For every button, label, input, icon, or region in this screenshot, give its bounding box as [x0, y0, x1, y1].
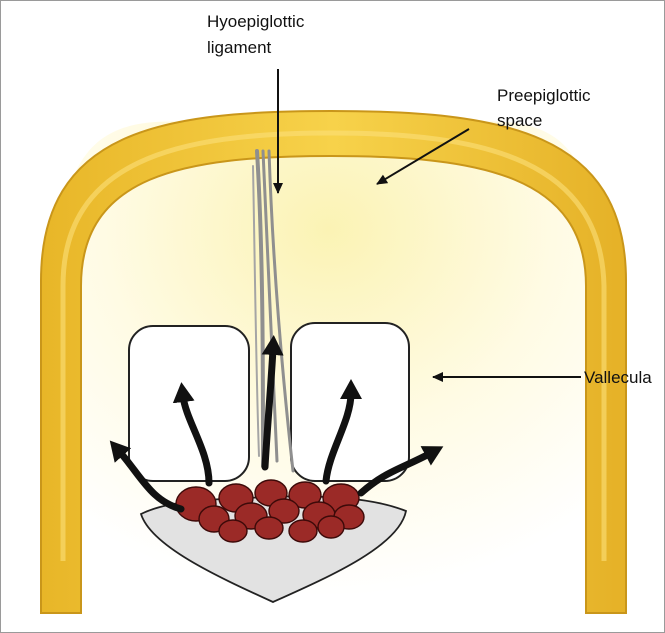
hyoepiglottic-label-line1: Hyoepiglottic: [207, 11, 304, 33]
lymph-nodule: [289, 520, 317, 542]
lymph-nodule: [219, 520, 247, 542]
vallecula-left: [129, 326, 249, 481]
hyoepiglottic-label-line2: ligament: [207, 37, 271, 59]
lymph-nodule: [255, 517, 283, 539]
preepiglottic-label-line2: space: [497, 110, 542, 132]
lymph-nodule: [318, 516, 344, 538]
vallecula-label: Vallecula: [584, 367, 652, 389]
preepiglottic-label-line1: Preepiglottic: [497, 85, 591, 107]
